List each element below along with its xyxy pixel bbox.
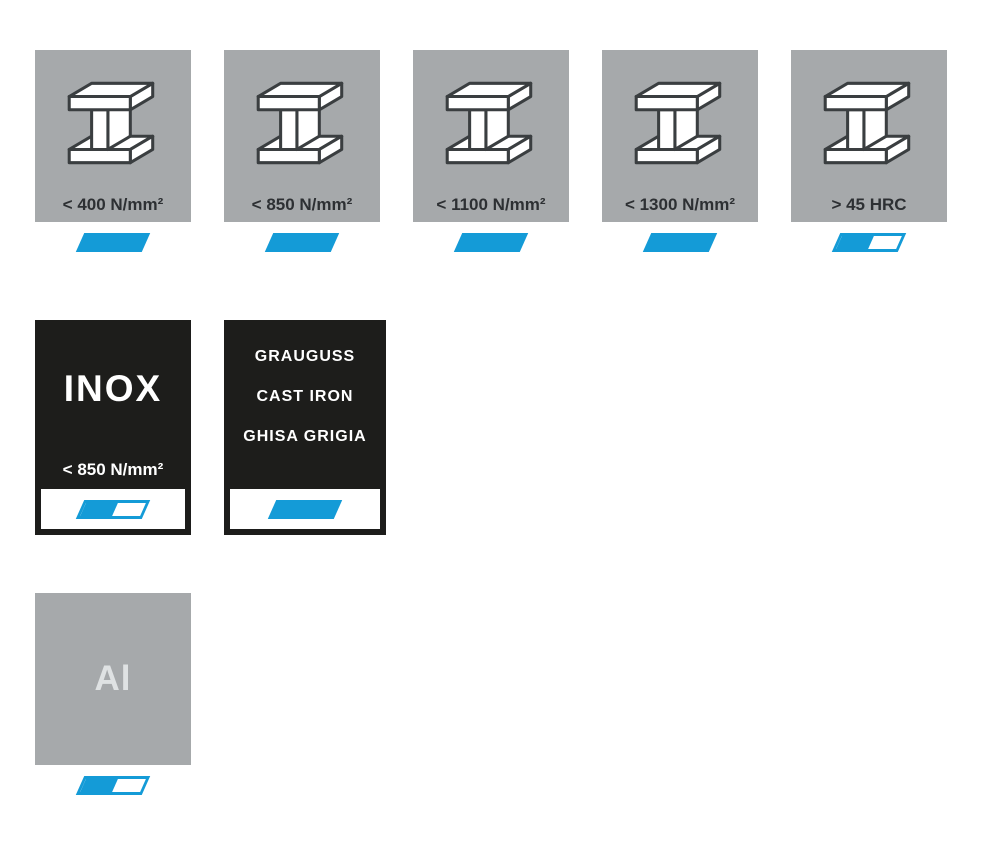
strength-label: < 850 N/mm² — [251, 195, 353, 214]
inox-body: INOX < 850 N/mm² — [63, 320, 164, 489]
suitability-strip — [602, 222, 758, 262]
aluminium-row: Al — [35, 593, 191, 805]
material-tile-inox: INOX < 850 N/mm² — [35, 320, 191, 535]
suitability-indicator-full — [453, 232, 529, 252]
suitability-indicator-full — [75, 232, 151, 252]
suitability-strip — [413, 222, 569, 262]
suitability-strip — [35, 765, 191, 805]
cast-iron-label-de: GRAUGUSS — [254, 348, 356, 365]
inox-title: INOX — [63, 368, 163, 409]
suitability-indicator-full — [267, 499, 343, 519]
cast-iron-labels: GRAUGUSS CAST IRON GHISA GRIGIA — [243, 320, 366, 489]
suitability-strip — [35, 222, 191, 262]
material-tile-steel-850: < 850 N/mm² — [224, 50, 380, 262]
strength-label: < 400 N/mm² — [62, 195, 164, 214]
aluminium-label: Al — [94, 659, 132, 698]
material-tile-steel-1300: < 1300 N/mm² — [602, 50, 758, 262]
strength-label: < 1100 N/mm² — [436, 195, 546, 214]
material-tile-cast-iron: GRAUGUSS CAST IRON GHISA GRIGIA — [224, 320, 386, 535]
strength-label: < 1300 N/mm² — [624, 195, 736, 214]
suitability-strip — [224, 222, 380, 262]
i-beam-icon — [224, 50, 380, 195]
strength-label: < 850 N/mm² — [62, 460, 164, 479]
i-beam-icon — [791, 50, 947, 195]
cast-iron-label-it: GHISA GRIGIA — [243, 428, 367, 445]
indicator-fill — [836, 235, 875, 249]
i-beam-icon — [35, 50, 191, 195]
i-beam-icon — [413, 50, 569, 195]
suitability-indicator-full — [642, 232, 718, 252]
material-tile-steel-1100: < 1100 N/mm² — [413, 50, 569, 262]
hardness-label: > 45 HRC — [831, 195, 907, 214]
suitability-indicator-partial — [75, 499, 151, 519]
suitability-strip — [791, 222, 947, 262]
suitability-indicator-partial — [75, 775, 151, 795]
aluminium-symbol: Al — [35, 593, 191, 765]
material-tile-hardened-steel: > 45 HRC — [791, 50, 947, 262]
cast-iron-label-en: CAST IRON — [256, 388, 354, 405]
indicator-fill — [80, 502, 119, 516]
i-beam-icon — [602, 50, 758, 195]
material-tile-steel-400: < 400 N/mm² — [35, 50, 191, 262]
suitability-strip — [230, 489, 380, 529]
suitability-strip — [41, 489, 185, 529]
steel-strength-row: < 400 N/mm² < 850 N/mm² — [35, 50, 947, 262]
suitability-indicator-full — [264, 232, 340, 252]
special-materials-row: INOX < 850 N/mm² GRAUGUSS CAST IRON GHIS… — [35, 320, 386, 535]
indicator-fill — [80, 778, 119, 792]
suitability-indicator-partial — [831, 232, 907, 252]
material-tile-aluminium: Al — [35, 593, 191, 805]
